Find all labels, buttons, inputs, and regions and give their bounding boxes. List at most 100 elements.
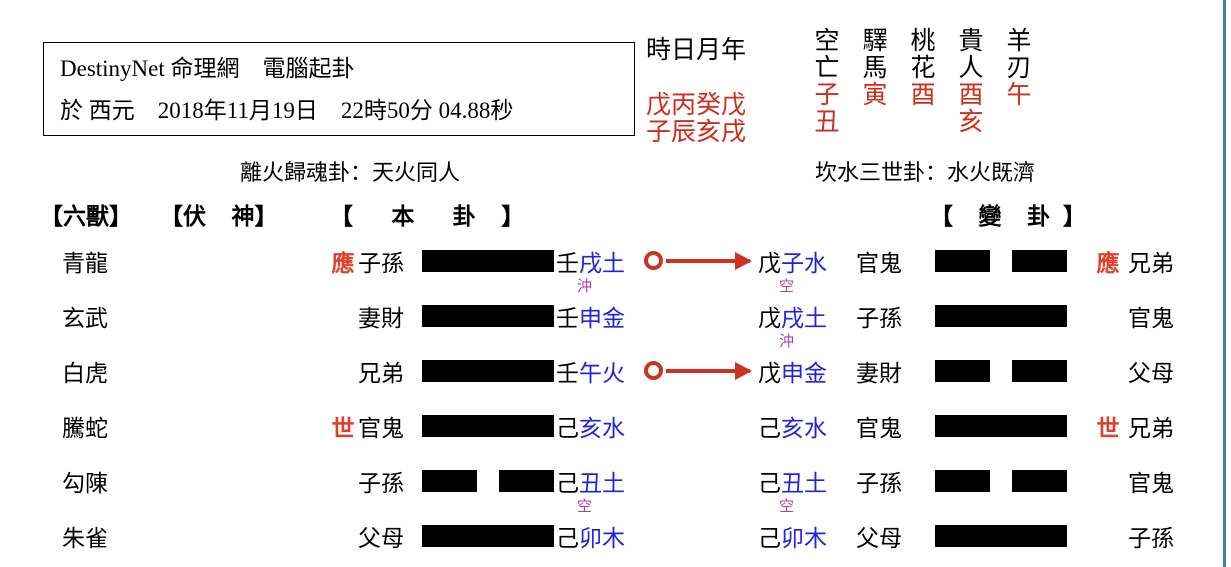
six-relative-right: 官鬼 xyxy=(856,415,902,441)
header-changed-hexagram: 【 變 卦 】 xyxy=(930,203,1086,229)
heavenly-stem: 己 xyxy=(556,470,579,496)
line-bar-left xyxy=(422,470,478,492)
six-relative-left: 父母 xyxy=(358,525,404,551)
six-relative-right: 子孫 xyxy=(856,305,902,331)
header-original-hexagram: 【 本 卦 】 xyxy=(330,203,525,229)
ganzhi-status-mark: 空 xyxy=(779,278,795,295)
heavenly-stem: 己 xyxy=(758,415,781,441)
line-bar xyxy=(935,525,1067,547)
line-bar-right xyxy=(1011,470,1067,492)
header-hidden-spirits: 【伏 神】 xyxy=(160,203,278,229)
yang-line xyxy=(422,250,554,272)
heavenly-stem: 壬 xyxy=(556,305,579,331)
shi-ying-marker-right: 應 xyxy=(1096,250,1120,276)
earthly-branch-element: 戌土 xyxy=(781,305,827,331)
six-relative-right: 官鬼 xyxy=(856,250,902,276)
line-bar xyxy=(422,415,554,437)
earthly-branch-element: 亥水 xyxy=(579,415,625,441)
cast-datetime-line: 於 西元 2018年11月19日 22時50分 04.88秒 xyxy=(60,98,514,123)
ganzhi-left: 壬戌土沖 xyxy=(556,244,625,295)
earthly-branch-element: 子水 xyxy=(781,250,827,276)
heavenly-stem: 己 xyxy=(758,470,781,496)
yang-line xyxy=(935,525,1067,547)
changing-line-circle-icon xyxy=(644,361,663,380)
heavenly-stem: 壬 xyxy=(556,250,579,276)
hexagram-row: 玄武妻財壬申金戊戌土沖子孫官鬼 xyxy=(0,287,1223,350)
six-relative-left: 官鬼 xyxy=(358,415,404,441)
six-relative-right: 子孫 xyxy=(856,470,902,496)
yang-line xyxy=(422,360,554,382)
shensha-name-top: 貴 xyxy=(958,27,984,55)
shensha-column: 桃 花 酉 xyxy=(908,28,938,136)
ganzhi-left: 壬申金 xyxy=(556,299,625,333)
earthly-branch-element: 戌土 xyxy=(579,250,625,276)
earthly-branch-element: 申金 xyxy=(781,360,827,386)
line-bar xyxy=(935,305,1067,327)
six-relative-right: 父母 xyxy=(856,525,902,551)
shensha-value-top: 子 xyxy=(814,81,840,109)
shensha-name-top: 空 xyxy=(814,27,840,55)
earthly-branch-element: 丑土 xyxy=(781,470,827,496)
page-right-border xyxy=(1223,0,1226,567)
shensha-column: 貴 人 酉 亥 xyxy=(956,28,986,136)
shensha-value-top: 寅 xyxy=(862,81,888,109)
ganzhi-left: 己卯木 xyxy=(556,519,625,553)
shensha-name-bottom: 人 xyxy=(958,54,984,82)
yin-line xyxy=(935,470,1067,492)
shi-ying-marker-right: 世 xyxy=(1096,415,1120,441)
yin-line xyxy=(422,470,554,492)
original-hexagram-name: 離火歸魂卦：天火同人 xyxy=(240,160,461,185)
earthly-branch-element: 丑土 xyxy=(579,470,625,496)
heavenly-stem: 己 xyxy=(556,415,579,441)
changed-hexagram-name: 坎水三世卦：水火既濟 xyxy=(815,160,1036,185)
ganzhi-left: 己丑土空 xyxy=(556,464,625,515)
ganzhi-left: 壬午火 xyxy=(556,354,625,388)
line-bar xyxy=(935,415,1067,437)
six-beast-label: 勾陳 xyxy=(62,470,108,496)
six-relative-far-right: 兄弟 xyxy=(1128,250,1174,276)
six-relative-far-right: 官鬼 xyxy=(1128,305,1174,331)
hexagram-row: 騰蛇世官鬼己亥水己亥水官鬼世兄弟 xyxy=(0,397,1223,453)
line-bar xyxy=(422,250,554,272)
six-relative-far-right: 子孫 xyxy=(1128,525,1174,551)
ganzhi-right: 戊申金 xyxy=(758,354,827,388)
ganzhi-status-mark: 空 xyxy=(779,498,795,515)
six-beast-label: 騰蛇 xyxy=(62,415,108,441)
six-relative-left: 妻財 xyxy=(358,305,404,331)
site-title-line: DestinyNet 命理網 電腦起卦 xyxy=(60,56,355,81)
six-relative-far-right: 兄弟 xyxy=(1128,415,1174,441)
hexagram-row: 白虎兄弟壬午火戊申金妻財父母 xyxy=(0,342,1223,398)
heavenly-stem: 己 xyxy=(758,525,781,551)
hexagram-row: 朱雀父母己卯木己卯木父母子孫 xyxy=(0,507,1223,563)
pillar-branches: 子辰亥戌 xyxy=(646,118,747,146)
shensha-value-top: 酉 xyxy=(958,81,984,109)
shensha-column: 空 亡 子 丑 xyxy=(812,28,842,136)
shensha-name-top: 羊 xyxy=(1006,27,1032,55)
yang-line xyxy=(935,305,1067,327)
ganzhi-status-mark: 沖 xyxy=(779,333,795,350)
heavenly-stem: 戊 xyxy=(758,305,781,331)
ganzhi-left: 己亥水 xyxy=(556,409,625,443)
earthly-branch-element: 卯木 xyxy=(579,525,625,551)
shensha-name-top: 驛 xyxy=(862,27,888,55)
yin-line xyxy=(935,250,1067,272)
shensha-value-top: 午 xyxy=(1006,81,1032,109)
shensha-name-bottom: 刃 xyxy=(1006,54,1032,82)
ganzhi-right: 戊子水空 xyxy=(758,244,827,295)
line-bar xyxy=(422,360,554,382)
line-bar-right xyxy=(498,470,554,492)
six-beast-label: 朱雀 xyxy=(62,525,108,551)
line-bar xyxy=(422,525,554,547)
six-relative-left: 兄弟 xyxy=(358,360,404,386)
six-relative-far-right: 父母 xyxy=(1128,360,1174,386)
shi-ying-marker-left: 世 xyxy=(331,415,355,441)
changing-line-arrow-icon xyxy=(666,362,752,380)
shensha-value-bottom: 亥 xyxy=(958,108,984,136)
line-bar-left xyxy=(935,250,991,272)
yang-line xyxy=(422,525,554,547)
six-beast-label: 青龍 xyxy=(62,250,108,276)
heavenly-stem: 戊 xyxy=(758,360,781,386)
heavenly-stem: 壬 xyxy=(556,360,579,386)
six-relative-left: 子孫 xyxy=(358,470,404,496)
